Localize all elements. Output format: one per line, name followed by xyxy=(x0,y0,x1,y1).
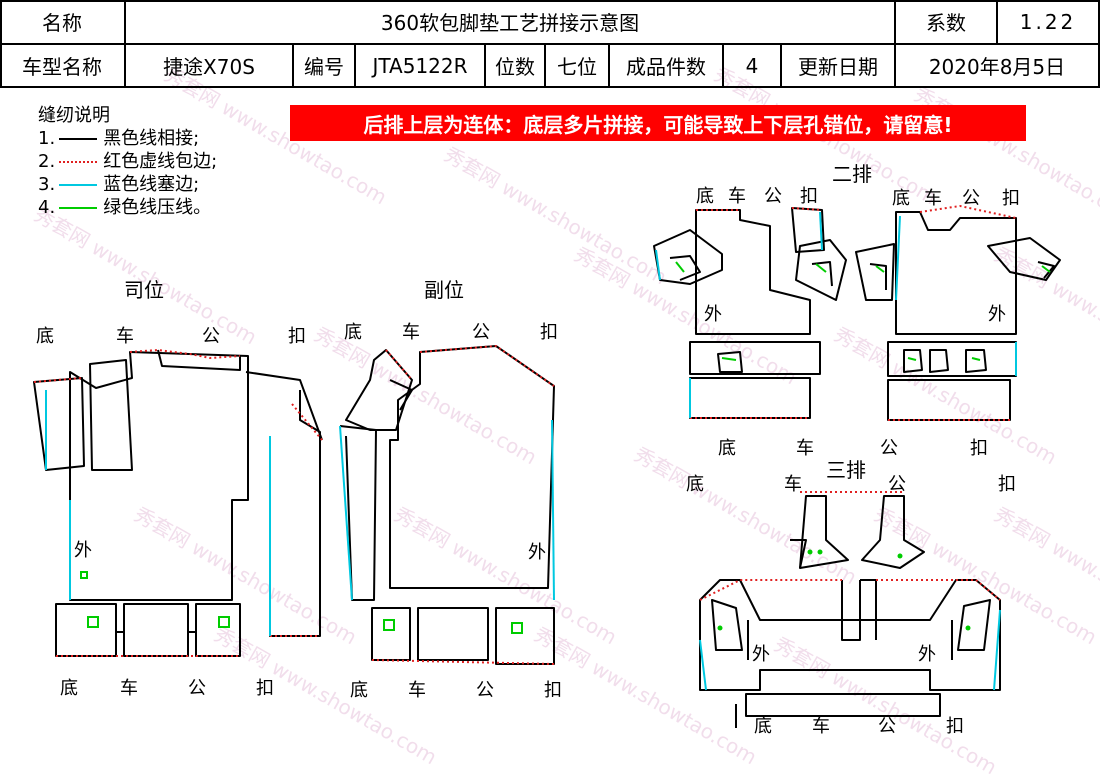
date-value: 2020年8月5日 xyxy=(896,45,1100,88)
label-gong: 公 xyxy=(888,474,906,495)
label-di: 底 xyxy=(60,678,78,699)
label-di: 底 xyxy=(892,188,910,209)
label-wai: 外 xyxy=(704,304,722,325)
label-gong: 公 xyxy=(764,186,782,207)
label-gong: 公 xyxy=(878,716,896,737)
label-wai: 外 xyxy=(988,304,1006,325)
label-kou: 扣 xyxy=(998,474,1016,495)
green-line-swatch xyxy=(59,206,98,209)
label-di: 底 xyxy=(686,474,704,495)
label-che: 车 xyxy=(924,188,942,209)
seat-value: 七位 xyxy=(546,45,610,88)
section-row3: 三排 xyxy=(826,458,866,482)
model-label: 车型名称 xyxy=(0,45,126,88)
section-row2: 二排 xyxy=(832,162,872,186)
green-dots xyxy=(717,549,971,631)
sewing-notes: 缝纫说明 1. 黑色线相接; 2. 红色虚线包边; 3. 蓝色线塞边; 4. 绿… xyxy=(38,104,217,219)
red-binding-lines xyxy=(33,204,1017,665)
name-label: 名称 xyxy=(0,0,126,45)
label-di: 底 xyxy=(36,326,54,347)
label-kou: 扣 xyxy=(800,186,818,207)
header-table: 名称 360软包脚垫工艺拼接示意图 系数 1.22 车型名称 捷途X70S 编号… xyxy=(0,0,1100,88)
note-text: 绿色线压线。 xyxy=(103,197,212,218)
label-che: 车 xyxy=(728,186,746,207)
black-line-swatch xyxy=(59,137,98,140)
passenger-mat xyxy=(339,345,555,665)
row2-right-mat xyxy=(855,211,1061,421)
note-number: 1. xyxy=(38,128,56,149)
label-kou: 扣 xyxy=(946,716,964,737)
label-gong: 公 xyxy=(880,438,898,459)
label-gong: 公 xyxy=(962,188,980,209)
warning-banner: 后排上层为连体：底层多片拼接，可能导致上下层孔错位，请留意! xyxy=(290,105,1026,141)
label-che: 车 xyxy=(402,322,420,343)
model-value: 捷途X70S xyxy=(126,45,294,88)
label-che: 车 xyxy=(812,716,830,737)
green-press-lines xyxy=(80,261,1051,634)
label-kou: 扣 xyxy=(540,322,558,343)
label-gong: 公 xyxy=(202,326,220,347)
cyan-line-swatch xyxy=(59,183,98,186)
pattern-drawing xyxy=(33,204,1061,728)
note-item: 3. 蓝色线塞边; xyxy=(38,173,217,196)
section-passenger: 副位 xyxy=(424,278,464,302)
driver-mat xyxy=(33,349,323,657)
note-item: 2. 红色虚线包边; xyxy=(38,150,217,173)
label-di: 底 xyxy=(350,680,368,701)
label-che: 车 xyxy=(408,680,426,701)
code-label: 编号 xyxy=(294,45,356,88)
label-gong: 公 xyxy=(188,678,206,699)
label-che: 车 xyxy=(120,678,138,699)
note-number: 2. xyxy=(38,151,56,172)
cyan-tuck-lines xyxy=(45,211,1017,691)
label-kou: 扣 xyxy=(256,678,274,699)
label-che: 车 xyxy=(784,474,802,495)
label-che: 车 xyxy=(796,438,814,459)
label-kou: 扣 xyxy=(544,680,562,701)
note-text: 蓝色线塞边; xyxy=(103,174,200,195)
label-gong: 公 xyxy=(472,322,490,343)
label-di: 底 xyxy=(344,322,362,343)
label-wai: 外 xyxy=(752,644,770,665)
pieces-value: 4 xyxy=(724,45,782,88)
notes-title: 缝纫说明 xyxy=(38,105,110,126)
note-number: 4. xyxy=(38,197,56,218)
note-text: 红色虚线包边; xyxy=(103,151,218,172)
coef-value: 1.22 xyxy=(998,0,1100,45)
note-item: 1. 黑色线相接; xyxy=(38,127,217,150)
row3-mat xyxy=(699,495,1001,728)
red-dotted-swatch xyxy=(59,160,98,163)
code-value: JTA5122R xyxy=(356,45,486,88)
note-item: 4. 绿色线压线。 xyxy=(38,196,217,219)
date-label: 更新日期 xyxy=(782,45,896,88)
pieces-label: 成品件数 xyxy=(610,45,724,88)
label-kou: 扣 xyxy=(970,438,988,459)
label-gong: 公 xyxy=(476,680,494,701)
label-wai: 外 xyxy=(74,540,92,561)
note-text: 黑色线相接; xyxy=(103,128,200,149)
label-wai: 外 xyxy=(918,644,936,665)
label-di: 底 xyxy=(754,716,772,737)
label-kou: 扣 xyxy=(288,326,306,347)
label-di: 底 xyxy=(718,438,736,459)
coef-label: 系数 xyxy=(896,0,998,45)
seat-label: 位数 xyxy=(486,45,546,88)
section-driver: 司位 xyxy=(124,278,164,302)
diagram-title: 360软包脚垫工艺拼接示意图 xyxy=(126,0,896,45)
label-kou: 扣 xyxy=(1002,188,1020,209)
label-di: 底 xyxy=(696,186,714,207)
label-che: 车 xyxy=(116,326,134,347)
row2-left-mat xyxy=(653,207,847,419)
label-wai: 外 xyxy=(528,542,546,563)
note-number: 3. xyxy=(38,174,56,195)
